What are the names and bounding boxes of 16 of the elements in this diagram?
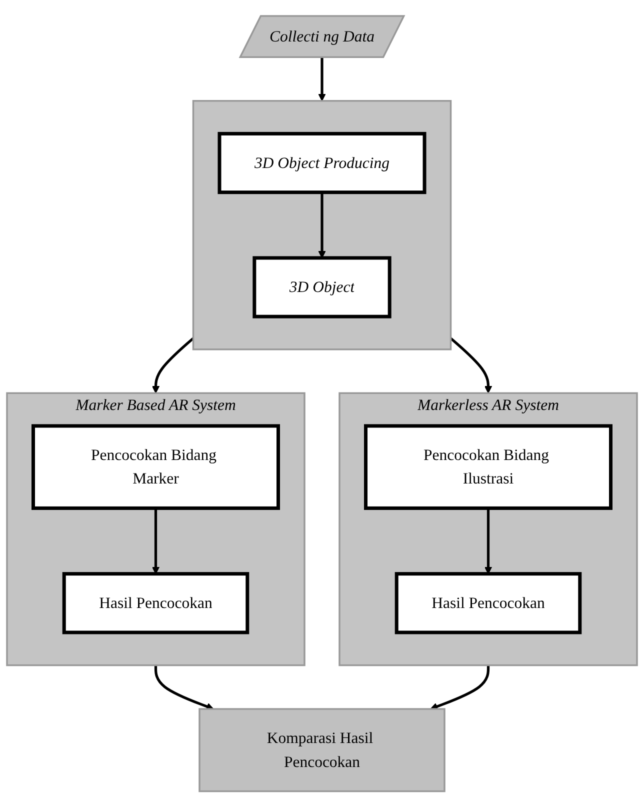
cluster (192, 100, 452, 350)
node-box: Hasil Pencocokan (62, 572, 250, 634)
node-box: 3D Object Producing (218, 132, 426, 194)
arrow (152, 337, 194, 394)
arrow (318, 192, 326, 258)
arrow (318, 57, 326, 102)
node-box: Komparasi Hasil Pencocokan (198, 708, 446, 792)
node-box: 3D Object (252, 256, 392, 318)
arrow (430, 665, 490, 710)
arrow (450, 337, 492, 394)
node-box: Pencocokan Bidang Ilustrasi (364, 424, 612, 510)
arrow (152, 508, 160, 574)
arrow (484, 508, 492, 574)
node-box: Pencocokan Bidang Marker (32, 424, 280, 510)
arrow (154, 665, 214, 710)
node-box: Hasil Pencocokan (394, 572, 582, 634)
